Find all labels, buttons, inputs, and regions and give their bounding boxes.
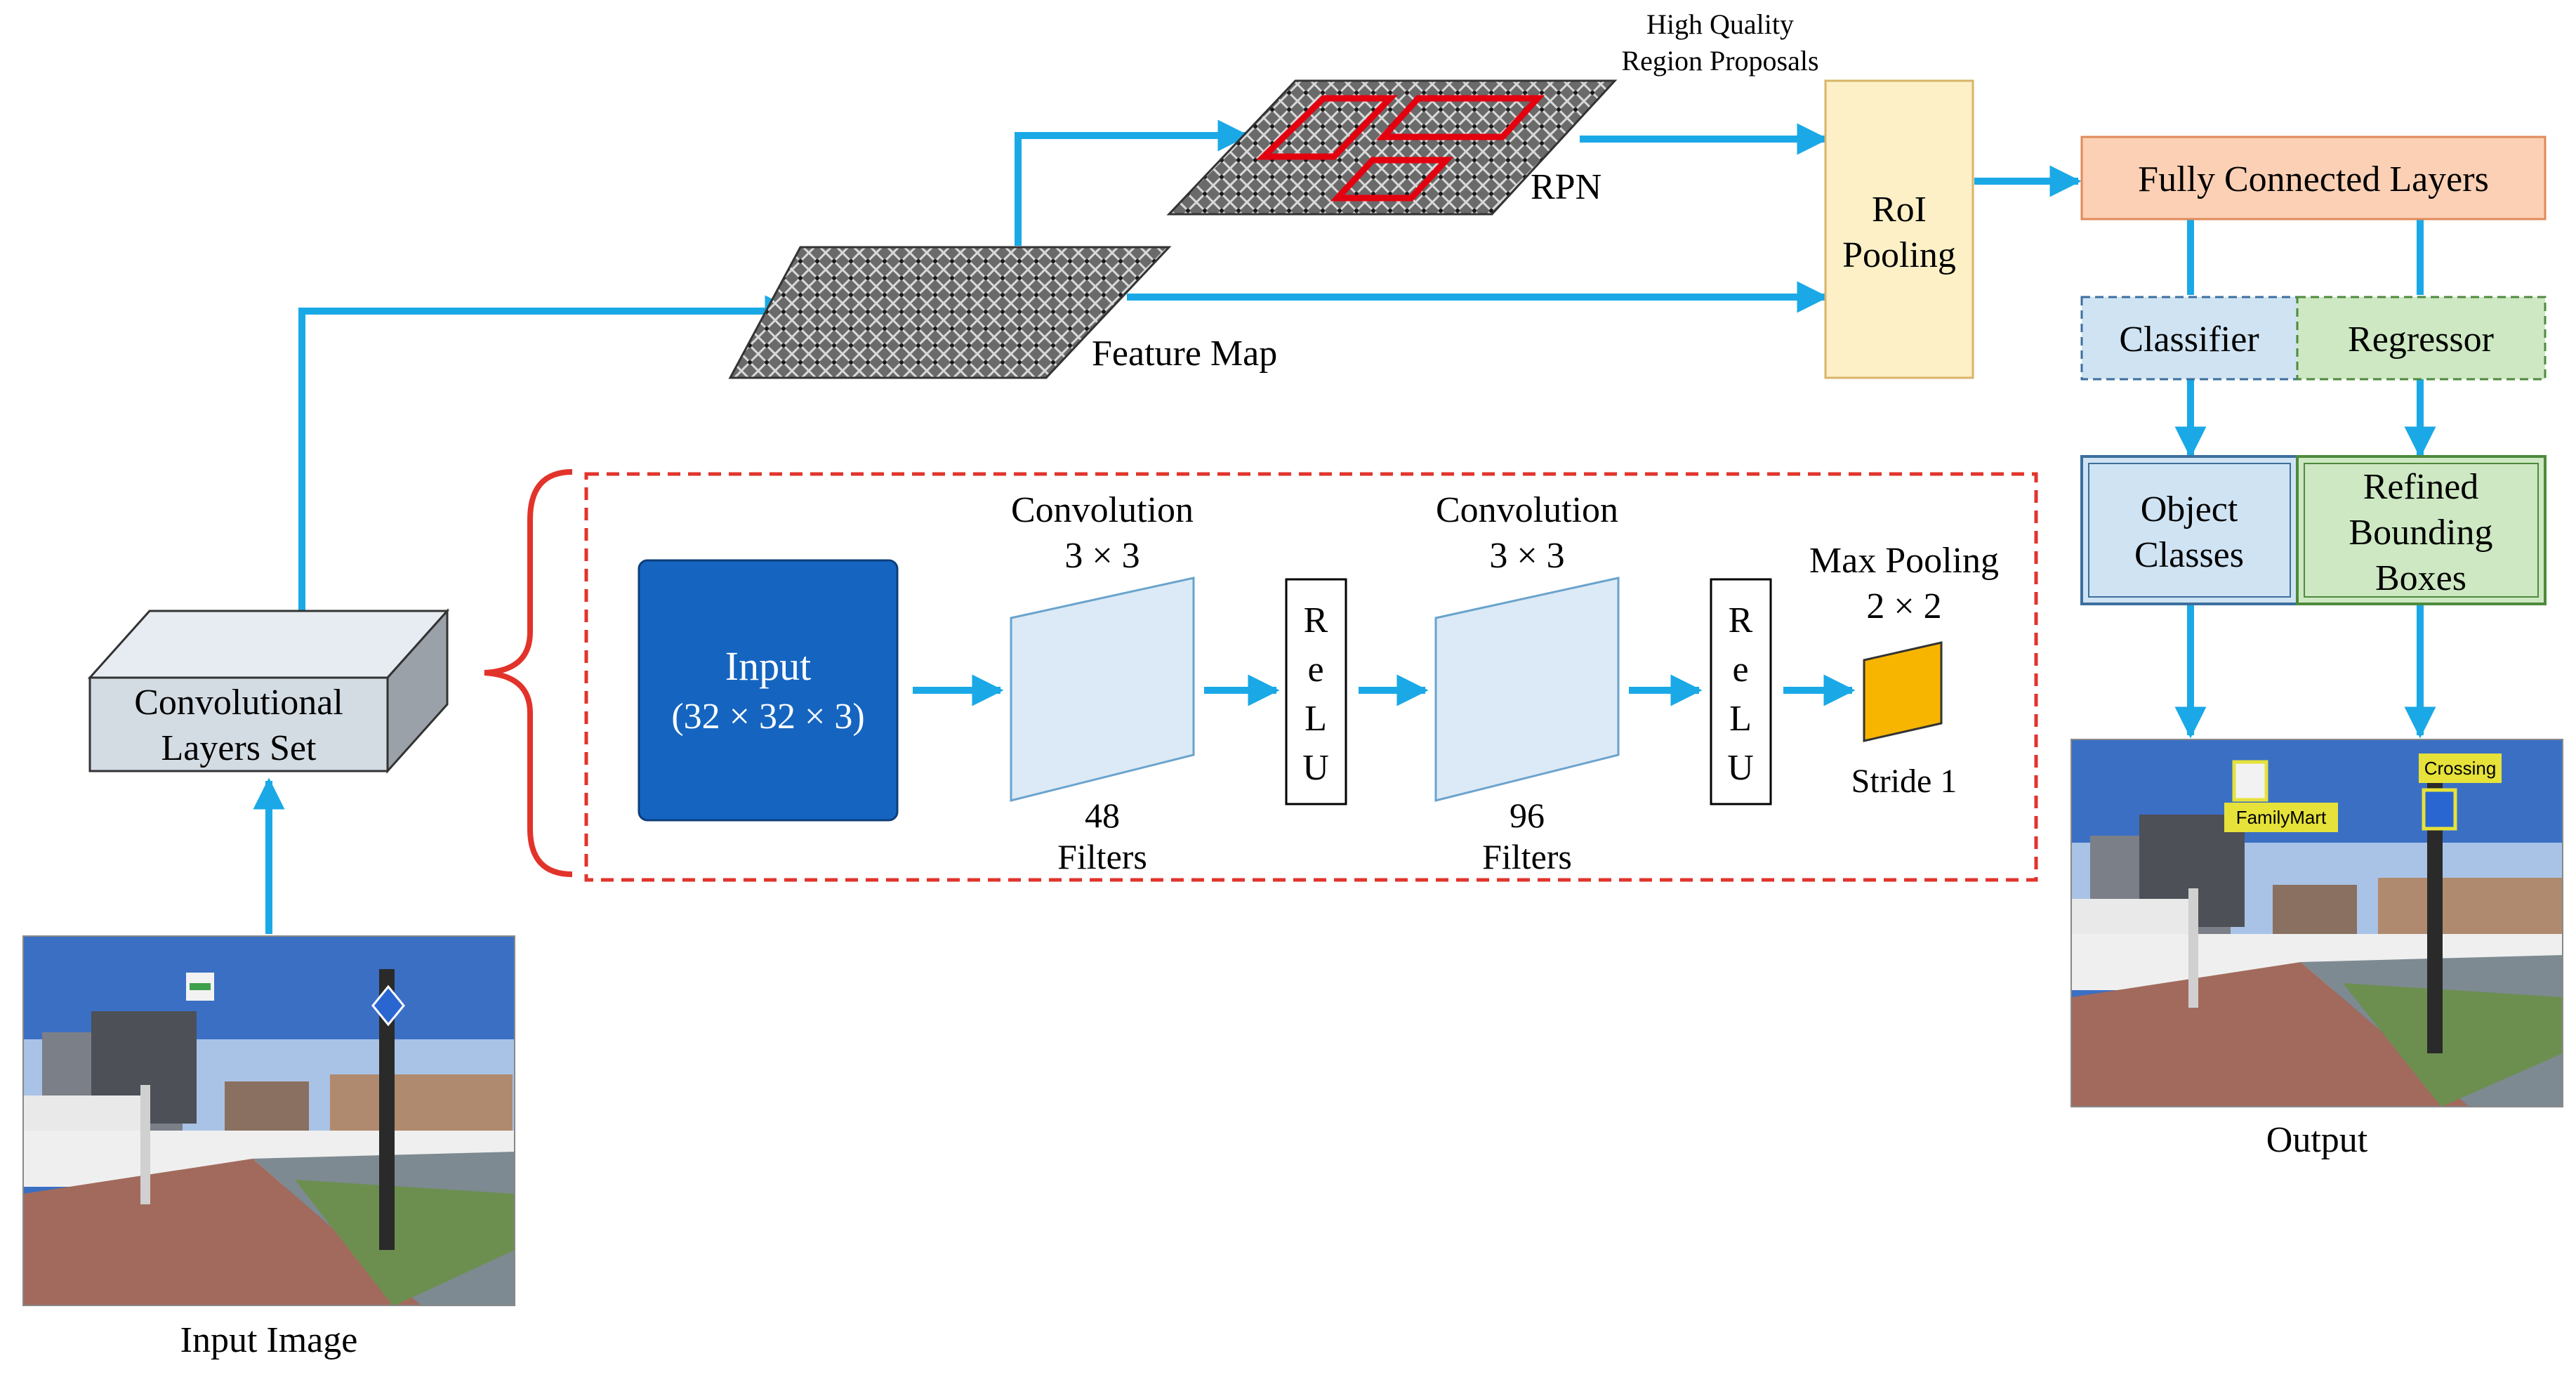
region-proposal-box <box>1375 95 1545 140</box>
conv-layers-set-label-1: Convolutional <box>134 683 343 723</box>
conv2-unit: Filters <box>1482 837 1572 876</box>
conv1-layer <box>1010 577 1195 802</box>
maxpool-size: 2 × 2 <box>1866 586 1941 626</box>
region-proposal-box <box>1330 157 1454 202</box>
refined-boxes-label-2: Bounding <box>2349 513 2492 553</box>
relu2-letter: R <box>1729 600 1753 640</box>
relu2-letter: e <box>1732 650 1748 690</box>
detection-label-bg <box>2224 803 2338 832</box>
input-block-title: Input <box>725 643 811 689</box>
pooling-output <box>1863 641 1943 742</box>
classifier-label: Classifier <box>2119 320 2259 360</box>
object-classes-box <box>2080 455 2299 605</box>
relu2-letter: U <box>1727 748 1754 788</box>
refined-boxes-label-3: Boxes <box>2375 558 2466 598</box>
detection-label-familymart: FamilyMart <box>2236 807 2327 828</box>
feature-map-label: Feature Map <box>1092 334 1277 374</box>
relu1-letter: e <box>1307 650 1323 690</box>
rpn-plane <box>1166 79 1618 216</box>
regressor-label: Regressor <box>2348 320 2494 360</box>
conv1-title: Convolution <box>1011 490 1194 530</box>
regressor-box <box>2296 296 2547 381</box>
detection-label-crossing: Crossing <box>2424 758 2497 779</box>
conv-layers-set-box <box>87 608 450 774</box>
rpn-label: RPN <box>1531 167 1601 207</box>
input-image <box>23 936 515 1305</box>
annotation-high-quality: High Quality <box>1646 8 1794 40</box>
annotation-region-proposals: Region Proposals <box>1621 45 1818 77</box>
input-image-label: Input Image <box>180 1320 358 1360</box>
output-image <box>2071 739 2563 1107</box>
roi-pooling-box <box>1824 79 1974 379</box>
arrow-conv-to-feature-map <box>298 295 797 611</box>
relu2-letter: L <box>1729 699 1752 739</box>
detection-label-bg <box>2419 753 2502 783</box>
fully-connected-box <box>2080 136 2547 221</box>
detail-panel <box>584 472 2038 882</box>
conv2-title: Convolution <box>1436 490 1618 530</box>
conv1-count: 48 <box>1085 796 1120 835</box>
conv2-count: 96 <box>1510 796 1545 835</box>
refined-boxes-box <box>2296 455 2547 605</box>
relu1-box <box>1285 578 1347 805</box>
maxpool-stride: Stride 1 <box>1851 763 1957 800</box>
relu1-letter: L <box>1304 699 1327 739</box>
relu2-box <box>1710 578 1772 805</box>
object-classes-label-2: Classes <box>2134 535 2244 575</box>
region-proposal-box <box>1255 95 1398 160</box>
conv2-kernel: 3 × 3 <box>1489 536 1564 576</box>
conv2-layer <box>1434 577 1620 802</box>
roi-pooling-label-1: RoI <box>1872 190 1927 230</box>
arrow-feature-map-to-rpn <box>1015 119 1250 246</box>
detail-brace <box>484 469 573 877</box>
input-block <box>638 559 899 822</box>
output-label: Output <box>2266 1120 2368 1160</box>
object-classes-label-1: Object <box>2141 489 2238 529</box>
conv1-kernel: 3 × 3 <box>1064 536 1140 576</box>
conv-layers-set-label-2: Layers Set <box>161 728 317 768</box>
maxpool-title: Max Pooling <box>1809 541 1999 581</box>
relu1-letter: U <box>1302 748 1329 788</box>
flow-arrows <box>253 119 2436 934</box>
feature-map-plane <box>728 246 1172 379</box>
refined-boxes-label-1: Refined <box>2363 467 2479 507</box>
fully-connected-label: Fully Connected Layers <box>2138 159 2489 199</box>
input-block-dims: (32 × 32 × 3) <box>671 697 864 737</box>
conv1-unit: Filters <box>1057 837 1147 876</box>
relu1-letter: R <box>1304 600 1328 640</box>
roi-pooling-label-2: Pooling <box>1842 235 1956 275</box>
